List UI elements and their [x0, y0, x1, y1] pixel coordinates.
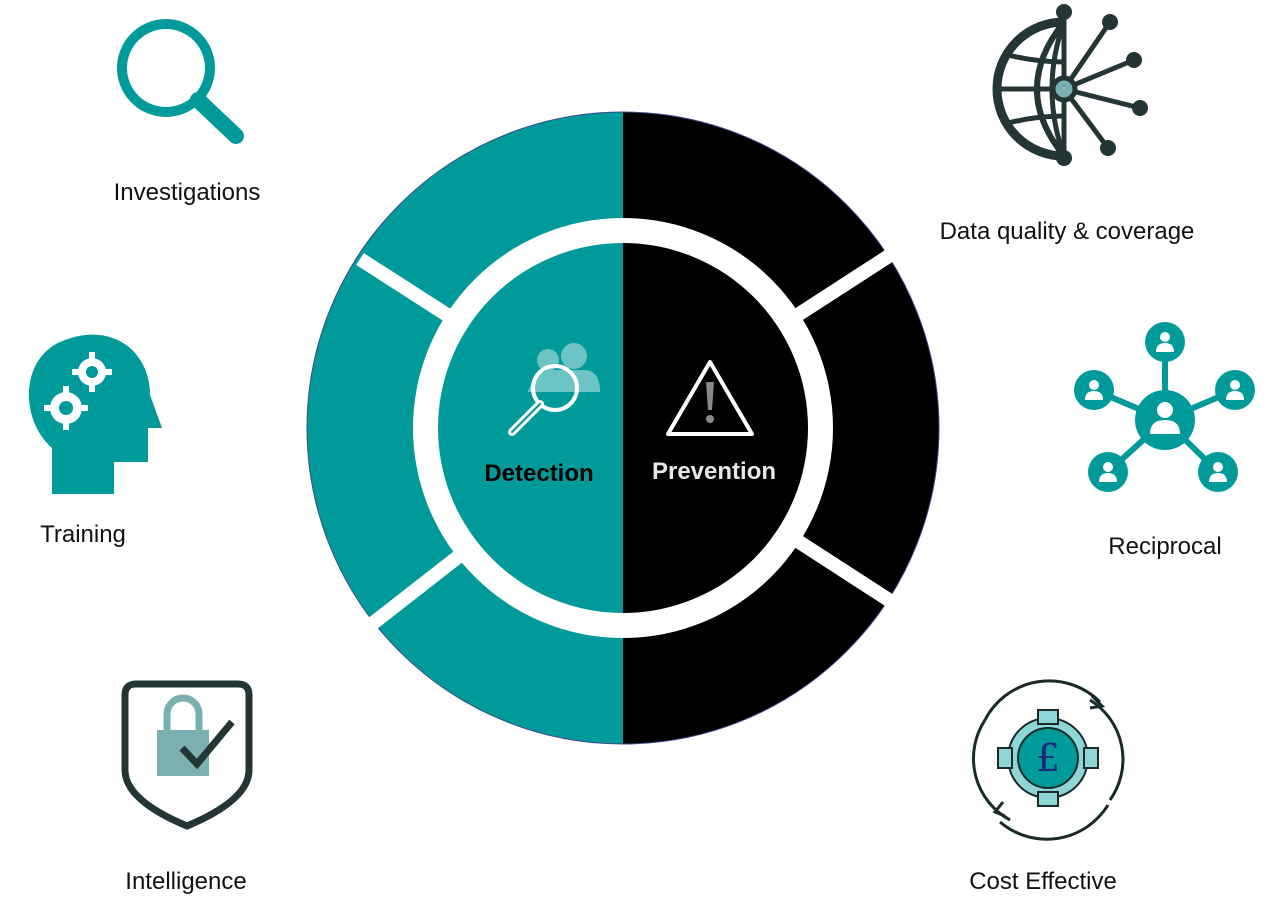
prevention-core: [623, 243, 808, 613]
detection-search-people-icon: [508, 343, 600, 436]
investigations-label: Investigations: [113, 179, 261, 206]
detection-core: [438, 243, 623, 613]
cost-effective-label: Cost Effective: [969, 868, 1117, 895]
training-label: Training: [40, 521, 126, 548]
reciprocal-label: Reciprocal: [1108, 533, 1222, 560]
prevention-label: Prevention: [651, 458, 777, 485]
globe-network-icon: [992, 4, 1148, 166]
data-quality-label: Data quality & coverage: [939, 218, 1195, 245]
detection-label: Detection: [484, 460, 594, 487]
shield-lock-icon: [121, 680, 253, 830]
warning-triangle-icon: [666, 360, 754, 436]
intelligence-label: Intelligence: [125, 868, 247, 895]
pound-gear-icon: £: [971, 679, 1125, 841]
head-gears-icon: [28, 334, 163, 494]
magnifier-icon: [117, 19, 244, 144]
svg-text:£: £: [1036, 736, 1060, 780]
people-network-icon: [1074, 322, 1255, 492]
